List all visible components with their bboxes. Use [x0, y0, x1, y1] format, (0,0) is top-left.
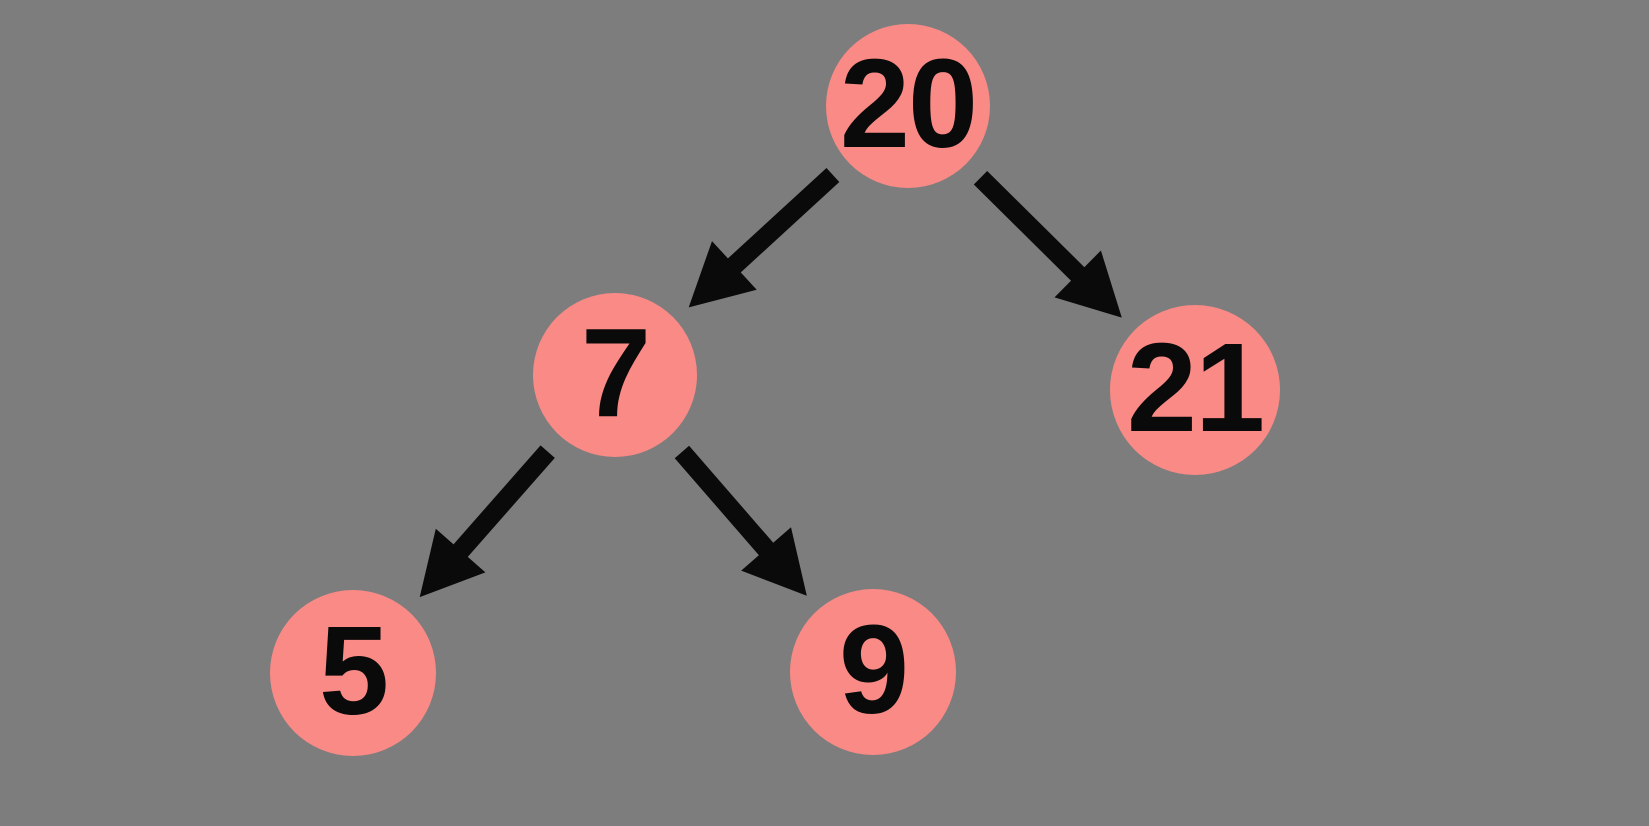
tree-node-7: 7 — [533, 293, 697, 457]
edge-n20-n21 — [973, 170, 1122, 318]
node-value: 20 — [839, 33, 978, 174]
node-value: 9 — [838, 599, 909, 740]
edge-arrowhead-icon — [741, 527, 807, 596]
tree-node-5: 5 — [270, 590, 436, 756]
edge-n7-n9 — [674, 445, 807, 596]
edge-arrowhead-icon — [1054, 250, 1122, 318]
tree-node-9: 9 — [790, 589, 956, 755]
edge-n7-n5 — [419, 445, 555, 598]
edge-arrowhead-icon — [419, 528, 486, 598]
edge-shaft — [449, 445, 555, 562]
edge-shaft — [674, 445, 778, 560]
edge-n20-n7 — [688, 167, 840, 308]
tree-node-20: 20 — [826, 24, 990, 188]
node-value: 7 — [580, 302, 651, 443]
node-value: 21 — [1126, 317, 1265, 458]
edge-shaft — [723, 167, 840, 277]
edge-arrowhead-icon — [688, 241, 757, 308]
tree-node-21: 21 — [1110, 305, 1280, 475]
edge-shaft — [973, 170, 1089, 285]
node-value: 5 — [318, 600, 389, 741]
